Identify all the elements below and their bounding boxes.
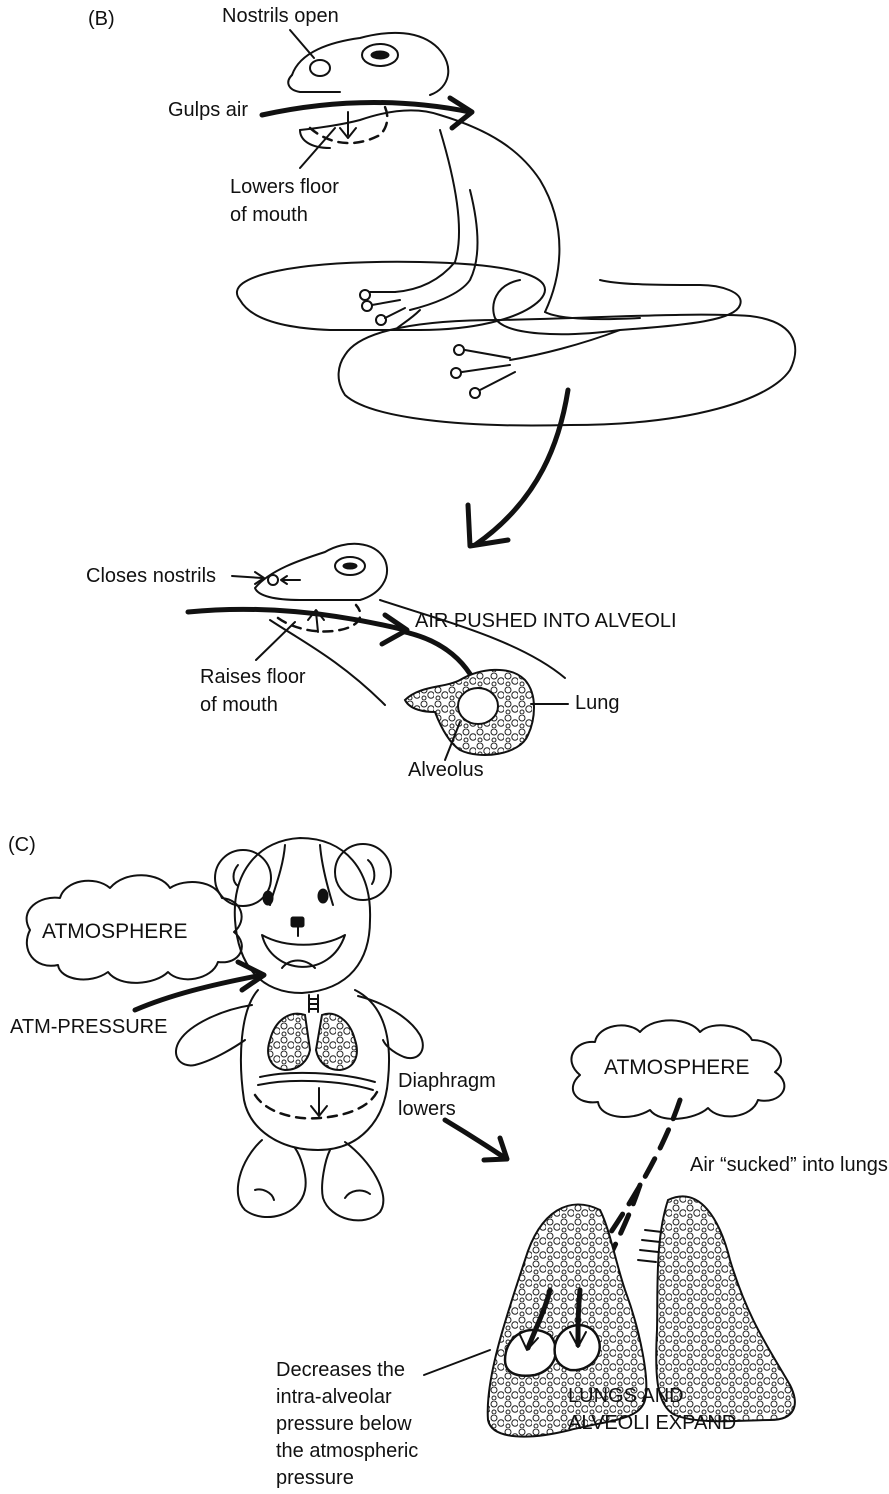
lungs-expand-label-2: ALVEOLI EXPAND bbox=[568, 1412, 737, 1434]
lowers-floor-label-1: Lowers floor bbox=[230, 176, 339, 198]
gulps-air-label: Gulps air bbox=[168, 99, 249, 121]
diaphragm-label-1: Diaphragm bbox=[398, 1070, 496, 1092]
teddy-bear bbox=[176, 838, 423, 1220]
diaphragm-label-2: lowers bbox=[398, 1098, 456, 1120]
gulps-air-arrow bbox=[262, 103, 470, 115]
transition-arrow bbox=[475, 390, 568, 545]
atmosphere-cloud-left bbox=[27, 875, 242, 983]
decreases-label-1: Decreases the bbox=[276, 1359, 405, 1381]
air-pushed-label: AIR PUSHED INTO ALVEOLI bbox=[415, 610, 677, 632]
raises-floor-label-1: Raises floor bbox=[200, 666, 306, 688]
raises-floor-label-2: of mouth bbox=[200, 694, 278, 716]
lung-label: Lung bbox=[575, 692, 620, 714]
air-sucked-label: Air “sucked” into lungs bbox=[690, 1154, 888, 1176]
atmosphere-left-label: ATMOSPHERE bbox=[42, 920, 188, 943]
decreases-label-3: pressure below bbox=[276, 1413, 412, 1435]
closes-nostrils-label: Closes nostrils bbox=[86, 565, 217, 587]
transition-arrowhead bbox=[468, 505, 508, 546]
nostrils-open-label: Nostrils open bbox=[222, 5, 339, 27]
decreases-label-5: pressure bbox=[276, 1467, 354, 1489]
air-pushed-arrow bbox=[188, 609, 405, 630]
atmosphere-cloud-right bbox=[571, 1020, 784, 1119]
atm-pressure-arrow bbox=[135, 975, 262, 1010]
atmosphere-right-label: ATMOSPHERE bbox=[604, 1056, 750, 1079]
lowers-floor-label-2: of mouth bbox=[230, 204, 308, 226]
lung-right bbox=[656, 1196, 795, 1421]
decreases-label-2: intra-alveolar bbox=[276, 1386, 392, 1408]
diaphragm-arrow bbox=[445, 1120, 505, 1158]
lung-left bbox=[488, 1204, 647, 1436]
lungs-expand-label-1: LUNGS AND bbox=[568, 1385, 684, 1407]
frog-alveolus bbox=[458, 688, 498, 724]
decreases-label-4: the atmospheric bbox=[276, 1440, 419, 1462]
atm-pressure-label: ATM-PRESSURE bbox=[10, 1016, 168, 1038]
frog-large bbox=[237, 30, 795, 426]
closes-nostrils-pointer-head bbox=[255, 572, 264, 584]
panel-b-label: (B) bbox=[88, 8, 115, 30]
closes-nostrils-pointer bbox=[232, 576, 262, 578]
gulps-air-arrowhead bbox=[450, 98, 472, 128]
alveolus-label: Alveolus bbox=[408, 759, 484, 781]
panel-c-label: (C) bbox=[8, 834, 36, 856]
